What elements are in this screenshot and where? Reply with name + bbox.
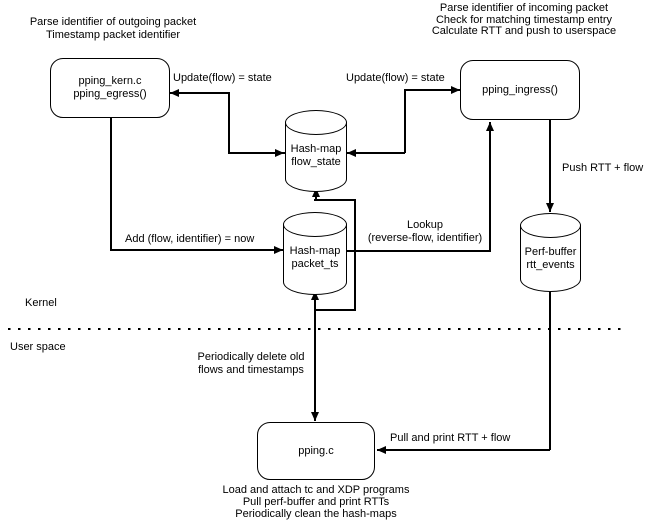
kernel-userspace-divider: [8, 328, 621, 330]
arrowhead-into-flowstate-bottom: [312, 188, 320, 197]
label-push: Push RTT + flow: [562, 162, 644, 174]
kernel-label: Kernel: [25, 297, 57, 309]
arrowhead-into-pping-right: [377, 446, 386, 454]
label-lookup: Lookup (reverse-flow, identifier): [367, 219, 483, 244]
node-pping-c-label: pping.c: [298, 444, 334, 457]
node-pping-ingress-label: pping_ingress(): [482, 83, 558, 96]
edge-add-egress-packetts: [110, 249, 283, 251]
ingress-annotation: Parse identifier of incoming packet Chec…: [431, 2, 617, 37]
edge-push-ingress-rttevents: [549, 120, 551, 212]
label-add: Add (flow, identifier) = now: [125, 233, 255, 245]
cylinder-top-ellipse: [285, 110, 347, 135]
edge-periodic-pping-maps: [315, 195, 317, 201]
cylinder-packet-ts: Hash-map packet_ts: [283, 212, 347, 295]
arrowhead-into-rttevents-top: [546, 203, 554, 212]
cylinder-flow-state-label: Hash-map flow_state: [290, 143, 342, 168]
arrowhead-into-packetts-left: [274, 246, 283, 254]
arrowhead-into-egress: [170, 89, 179, 97]
label-update-left: Update(flow) = state: [173, 72, 272, 84]
cylinder-top-ellipse: [520, 213, 581, 238]
user-space-label: User space: [10, 341, 66, 353]
edge-update-ingress-flowstate: [347, 152, 405, 154]
label-periodic-delete: Periodically delete old flows and timest…: [197, 351, 305, 376]
edge-update-egress-flowstate: [228, 152, 285, 154]
egress-annotation: Parse identifier of outgoing packet Time…: [29, 16, 197, 41]
label-update-right: Update(flow) = state: [346, 72, 445, 84]
edge-periodic-pping-maps: [314, 309, 356, 311]
cylinder-rtt-events: Perf-buffer rtt_events: [520, 213, 581, 292]
edge-periodic-pping-maps: [354, 200, 356, 310]
cylinder-rtt-events-label: Perf-buffer rtt_events: [524, 246, 577, 271]
edge-pull-rttevents-pping: [377, 449, 550, 451]
edge-update-ingress-flowstate: [404, 89, 460, 91]
node-pping-egress-line1: pping_kern.c: [78, 75, 142, 87]
node-pping-c: pping.c: [257, 422, 375, 480]
cylinder-top-ellipse: [283, 212, 347, 237]
edge-lookup-packetts-ingress: [347, 250, 491, 252]
label-pull: Pull and print RTT + flow: [390, 432, 511, 444]
edge-update-ingress-flowstate: [404, 89, 406, 153]
arrowhead-into-ingress-left: [451, 86, 460, 94]
node-pping-ingress: pping_ingress(): [460, 60, 580, 120]
node-pping-egress-line2: pping_egress(): [73, 88, 147, 100]
arrowhead-into-packetts-bottom: [311, 291, 319, 300]
arrowhead-into-ingress-bottom: [486, 122, 494, 131]
edge-lookup-packetts-ingress: [489, 122, 491, 251]
arrowhead-into-pping-top: [311, 412, 319, 421]
edge-periodic-pping-maps: [314, 199, 356, 201]
edge-periodic-pping-maps: [314, 296, 316, 421]
edge-update-egress-flowstate: [228, 92, 230, 153]
cylinder-packet-ts-label: Hash-map packet_ts: [289, 245, 341, 270]
arrowhead-into-flowstate-left: [275, 149, 284, 157]
arrowhead-into-flowstate-right: [347, 149, 356, 157]
cylinder-flow-state: Hash-map flow_state: [285, 110, 347, 192]
pping-annotation: Load and attach tc and XDP programs Pull…: [222, 484, 410, 520]
edge-update-egress-flowstate: [170, 92, 229, 94]
edge-add-egress-packetts: [110, 118, 112, 250]
edge-pull-rttevents-pping: [549, 292, 551, 450]
node-pping-egress: pping_kern.c pping_egress(): [50, 58, 170, 118]
